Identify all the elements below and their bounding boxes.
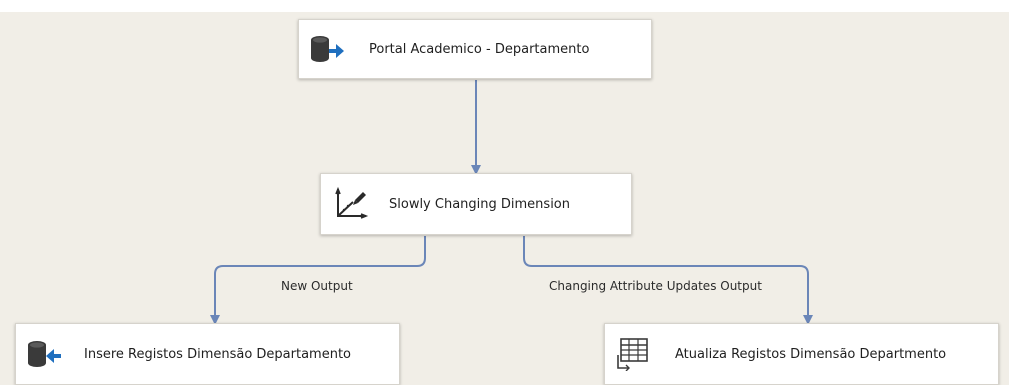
node-source[interactable]: Portal Academico - Departamento [298, 19, 652, 79]
node-update[interactable]: Atualiza Registos Dimensão Departmento [604, 323, 999, 385]
node-source-label: Portal Academico - Departamento [369, 41, 590, 57]
connector-label-new-output: New Output [281, 279, 353, 293]
slowly-changing-dimension-icon [329, 186, 373, 222]
canvas-top-strip [0, 0, 1009, 12]
database-destination-icon [22, 336, 66, 372]
ole-db-command-icon [611, 336, 655, 372]
node-update-label: Atualiza Registos Dimensão Departmento [675, 346, 947, 362]
connector-label-changing-output: Changing Attribute Updates Output [549, 279, 762, 293]
connector-changing-output[interactable] [523, 236, 813, 325]
connector-new-output[interactable] [210, 236, 426, 325]
node-scd[interactable]: Slowly Changing Dimension [320, 173, 632, 235]
node-insert[interactable]: Insere Registos Dimensão Departamento [15, 323, 400, 385]
database-source-icon [305, 31, 349, 67]
node-scd-label: Slowly Changing Dimension [389, 196, 570, 212]
node-insert-label: Insere Registos Dimensão Departamento [84, 346, 352, 362]
